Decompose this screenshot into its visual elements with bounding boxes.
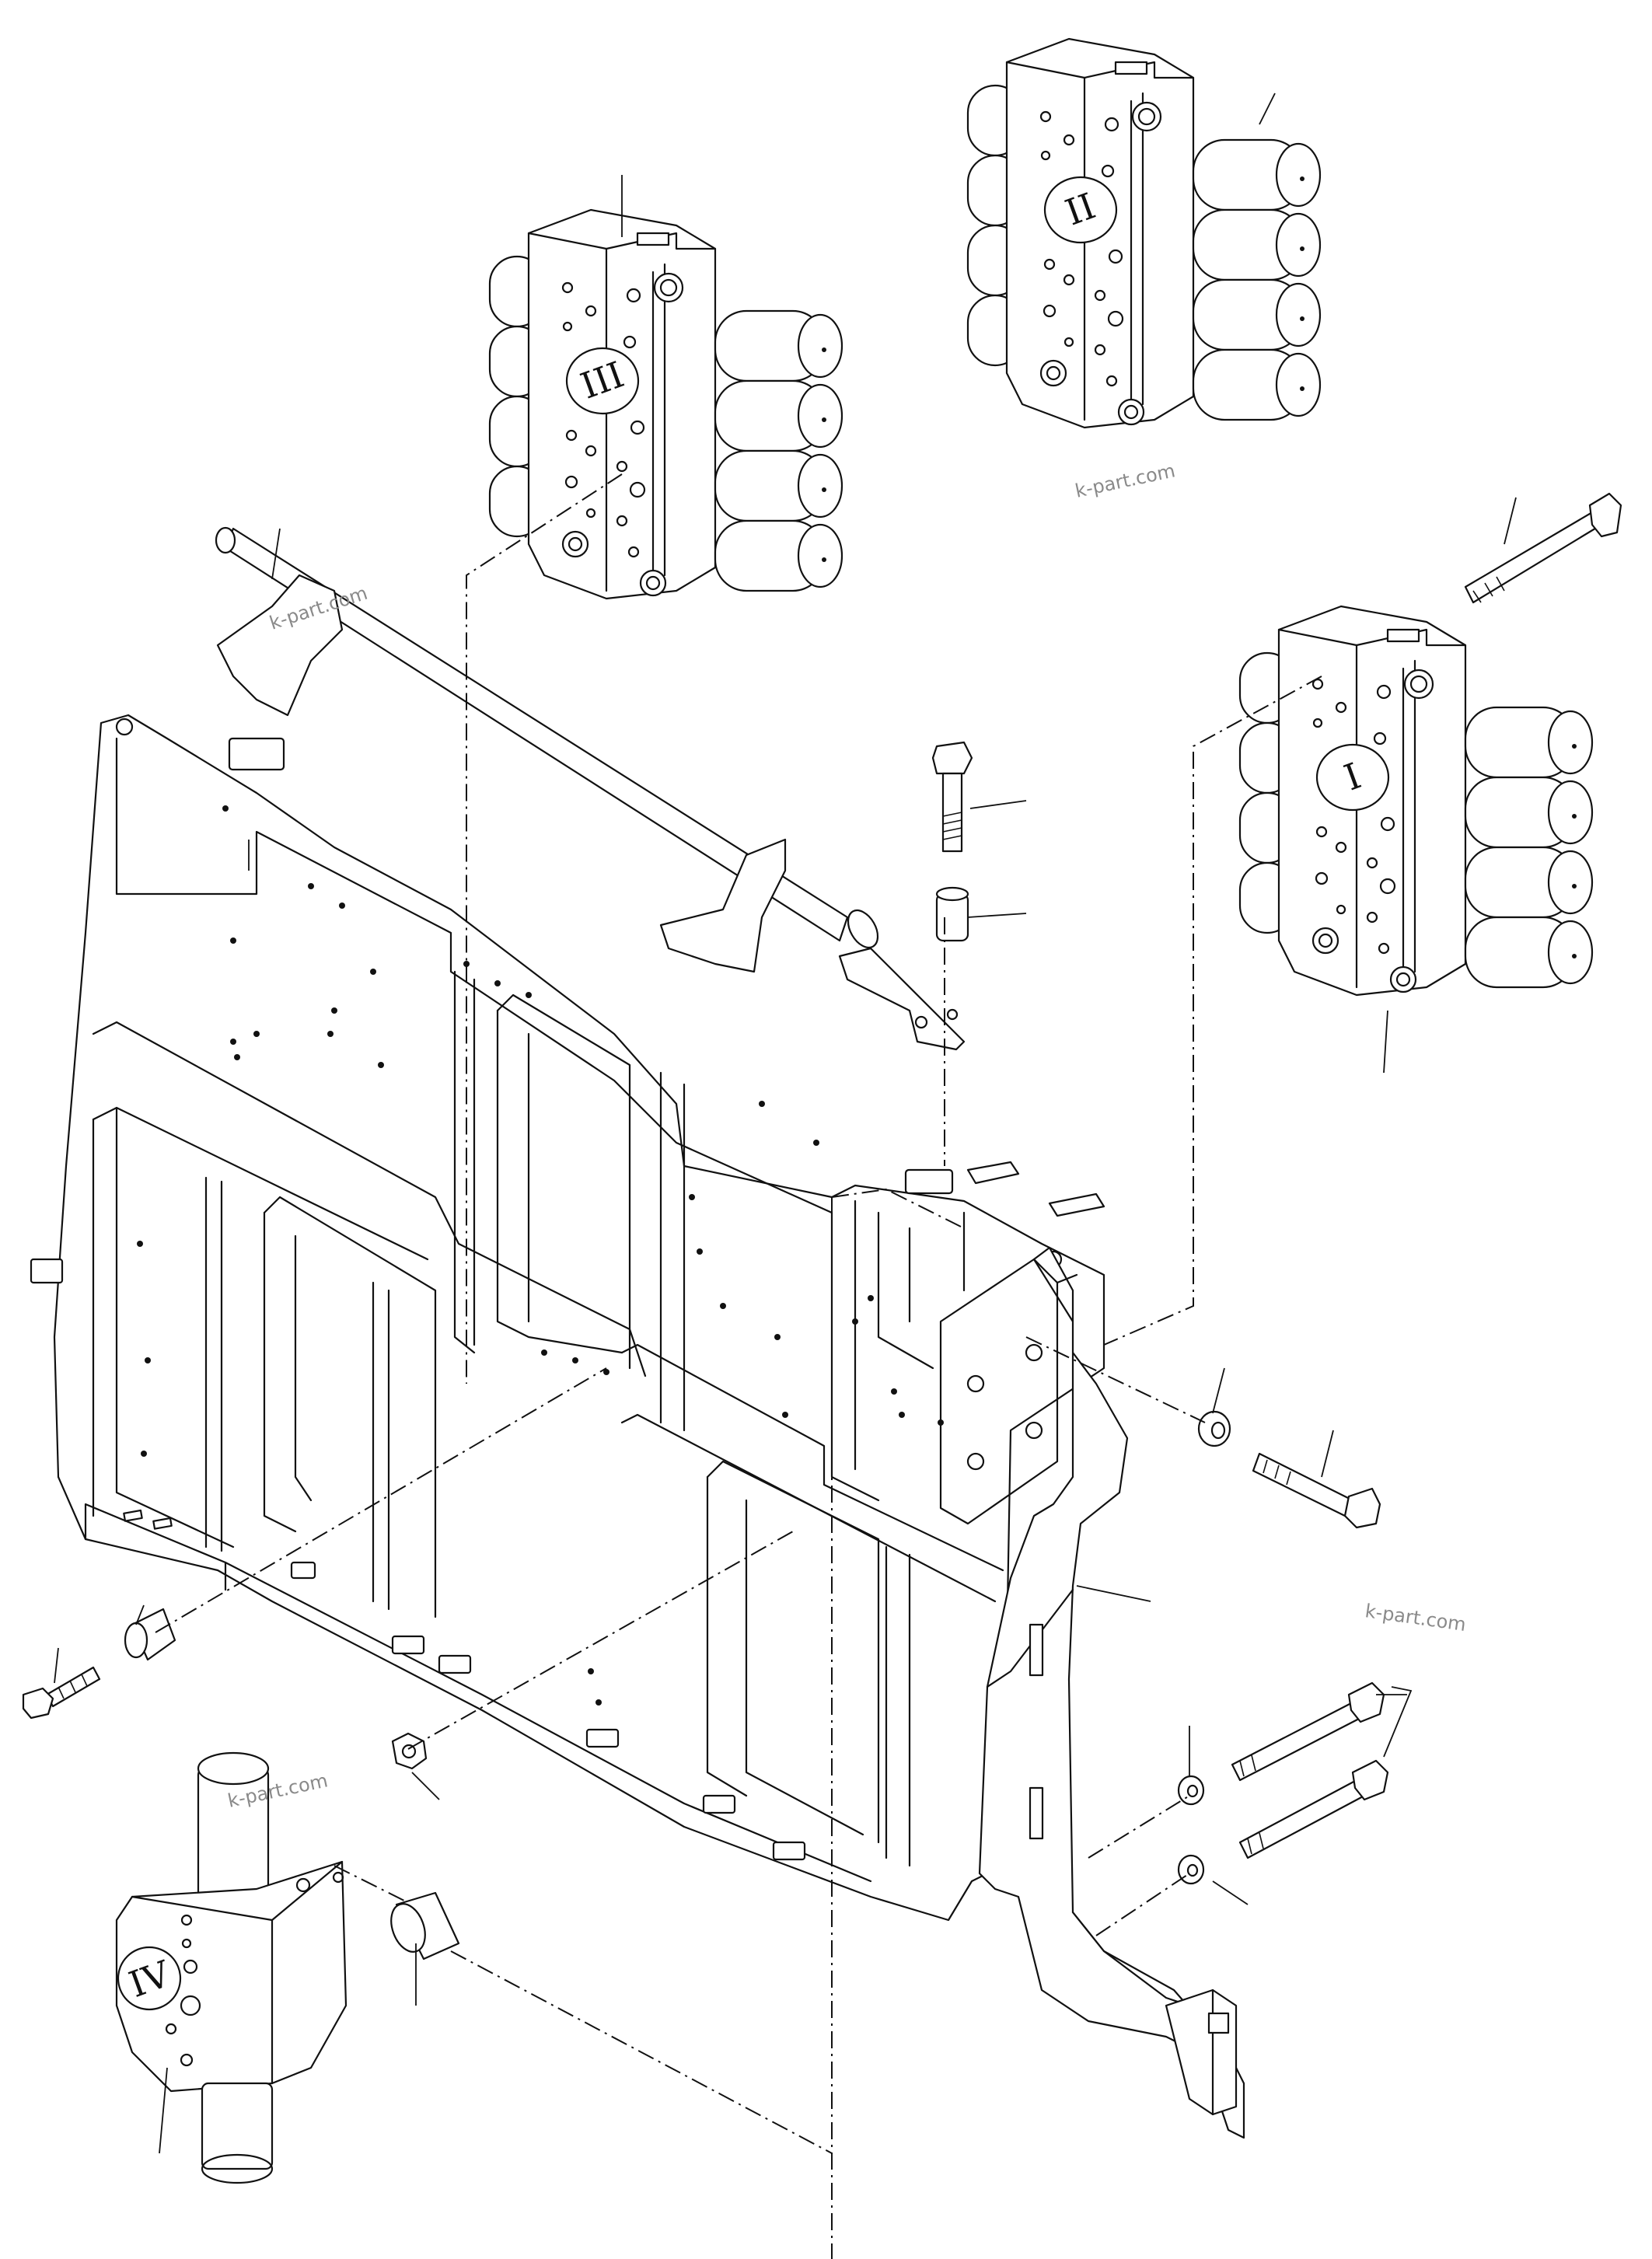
washers-right-pair [1177,1775,1205,1885]
washer-right [1197,1410,1231,1447]
main-frame [30,714,1105,1922]
spacer-center [935,886,969,942]
bolt-right-middle [1252,1452,1381,1529]
valve-block-2: II [966,37,1322,429]
valve-block-4: IV [115,1751,348,2184]
valve-block-1: I [1238,605,1594,997]
bolt-left [22,1666,101,1720]
spacer-lower [390,1891,460,1960]
bolt-center [931,741,973,853]
frame-holes [137,805,944,1706]
assembly-lines [155,473,1322,2259]
bolts-right-pair [1231,1681,1389,1859]
watermark-3: k-part.com [1364,1600,1467,1636]
spacer-left [124,1608,176,1661]
nut-center [391,1732,428,1770]
leader-lines [54,93,1517,2154]
l-bracket [939,1246,1245,2139]
watermark-1: k-part.com [1073,459,1177,502]
valve-block-3: III [488,208,843,600]
cross-tube [215,526,966,1051]
bolt-right-top [1464,492,1622,604]
